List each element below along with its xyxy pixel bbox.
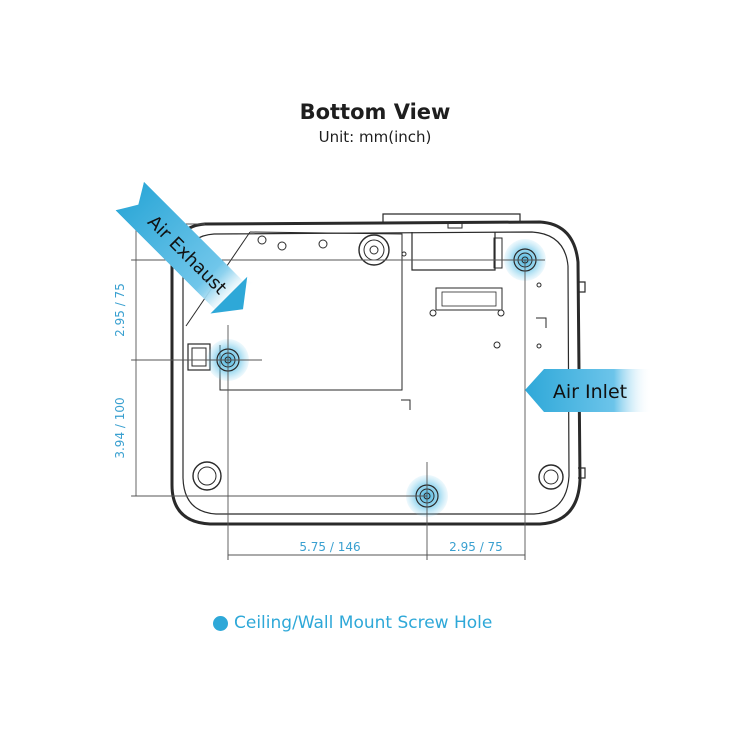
dimension-bottom-right: 2.95 / 75 — [449, 540, 503, 554]
legend-label: Ceiling/Wall Mount Screw Hole — [234, 613, 493, 633]
air-inlet-arrow: Air Inlet — [525, 369, 652, 412]
air-exhaust-arrow: Air Exhaust — [115, 182, 256, 317]
diagram-title: Bottom View — [299, 100, 451, 124]
dimension-bottom-left: 5.75 / 146 — [299, 540, 360, 554]
dimension-lines — [131, 223, 545, 560]
diagram-subtitle: Unit: mm(inch) — [318, 128, 432, 146]
dimension-left-lower: 3.94 / 100 — [113, 397, 127, 458]
legend-dot-icon — [213, 615, 228, 631]
legend: Ceiling/Wall Mount Screw Hole — [213, 613, 492, 633]
air-inlet-label: Air Inlet — [553, 381, 627, 403]
dimension-left-upper: 2.95 / 75 — [113, 283, 127, 337]
